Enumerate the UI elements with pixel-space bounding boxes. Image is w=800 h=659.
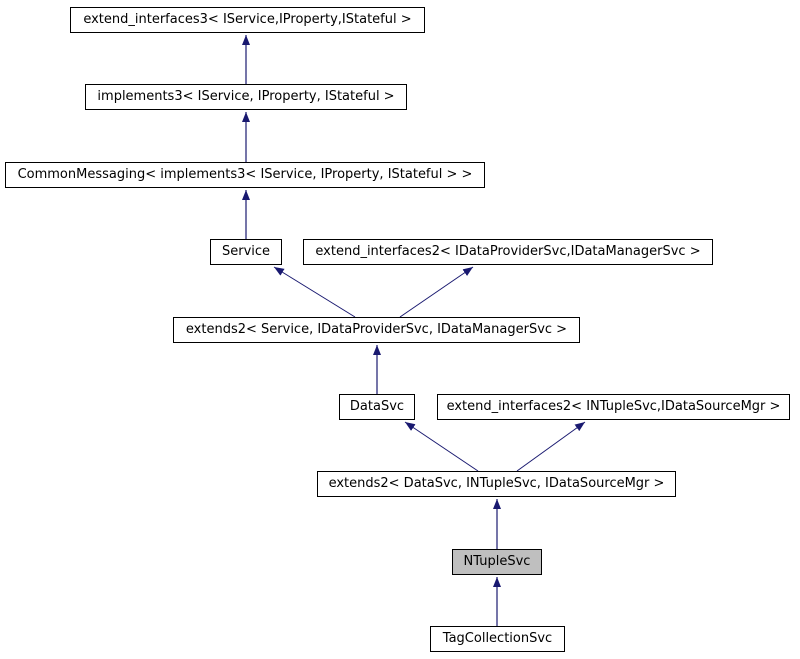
node-extend-interfaces2-ntuple[interactable]: extend_interfaces2< INTupleSvc,IDataSour… [437, 394, 790, 420]
node-extend-interfaces2-data[interactable]: extend_interfaces2< IDataProviderSvc,IDa… [303, 239, 713, 265]
node-implements3[interactable]: implements3< IService, IProperty, IState… [85, 84, 407, 110]
node-ntuplesvc: NTupleSvc [452, 549, 542, 575]
node-extends2-datasvc[interactable]: extends2< DataSvc, INTupleSvc, IDataSour… [317, 471, 676, 497]
edge-extends2service-to-extend-interfaces2-data [399, 266, 474, 318]
node-datasvc[interactable]: DataSvc [339, 394, 415, 420]
edge-extends2datasvc-to-extend-interfaces2-ntuple [516, 421, 586, 472]
node-extend-interfaces3[interactable]: extend_interfaces3< IService,IProperty,I… [70, 7, 425, 33]
node-extends2-service[interactable]: extends2< Service, IDataProviderSvc, IDa… [173, 317, 580, 343]
edge-extends2service-to-service [273, 266, 356, 318]
node-service[interactable]: Service [210, 239, 282, 265]
node-tagcollectionsvc[interactable]: TagCollectionSvc [430, 626, 565, 652]
node-commonmessaging[interactable]: CommonMessaging< implements3< IService, … [5, 162, 485, 188]
edge-extends2datasvc-to-datasvc [404, 421, 479, 472]
